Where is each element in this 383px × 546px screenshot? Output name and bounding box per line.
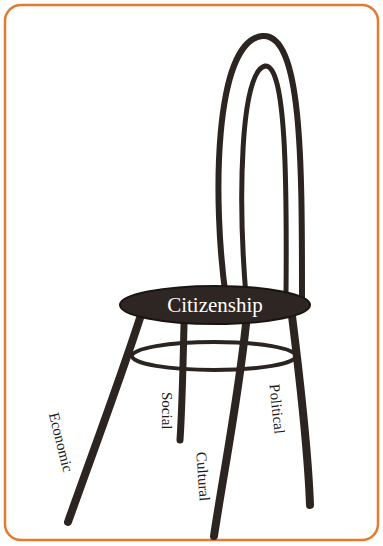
leg-label: Cultural [192, 451, 212, 501]
frame-border [5, 5, 378, 540]
seat-label: Citizenship [167, 293, 263, 318]
chair-frame [68, 36, 310, 536]
chair-seat: Citizenship [118, 284, 312, 326]
leg-label: Social [158, 392, 175, 430]
